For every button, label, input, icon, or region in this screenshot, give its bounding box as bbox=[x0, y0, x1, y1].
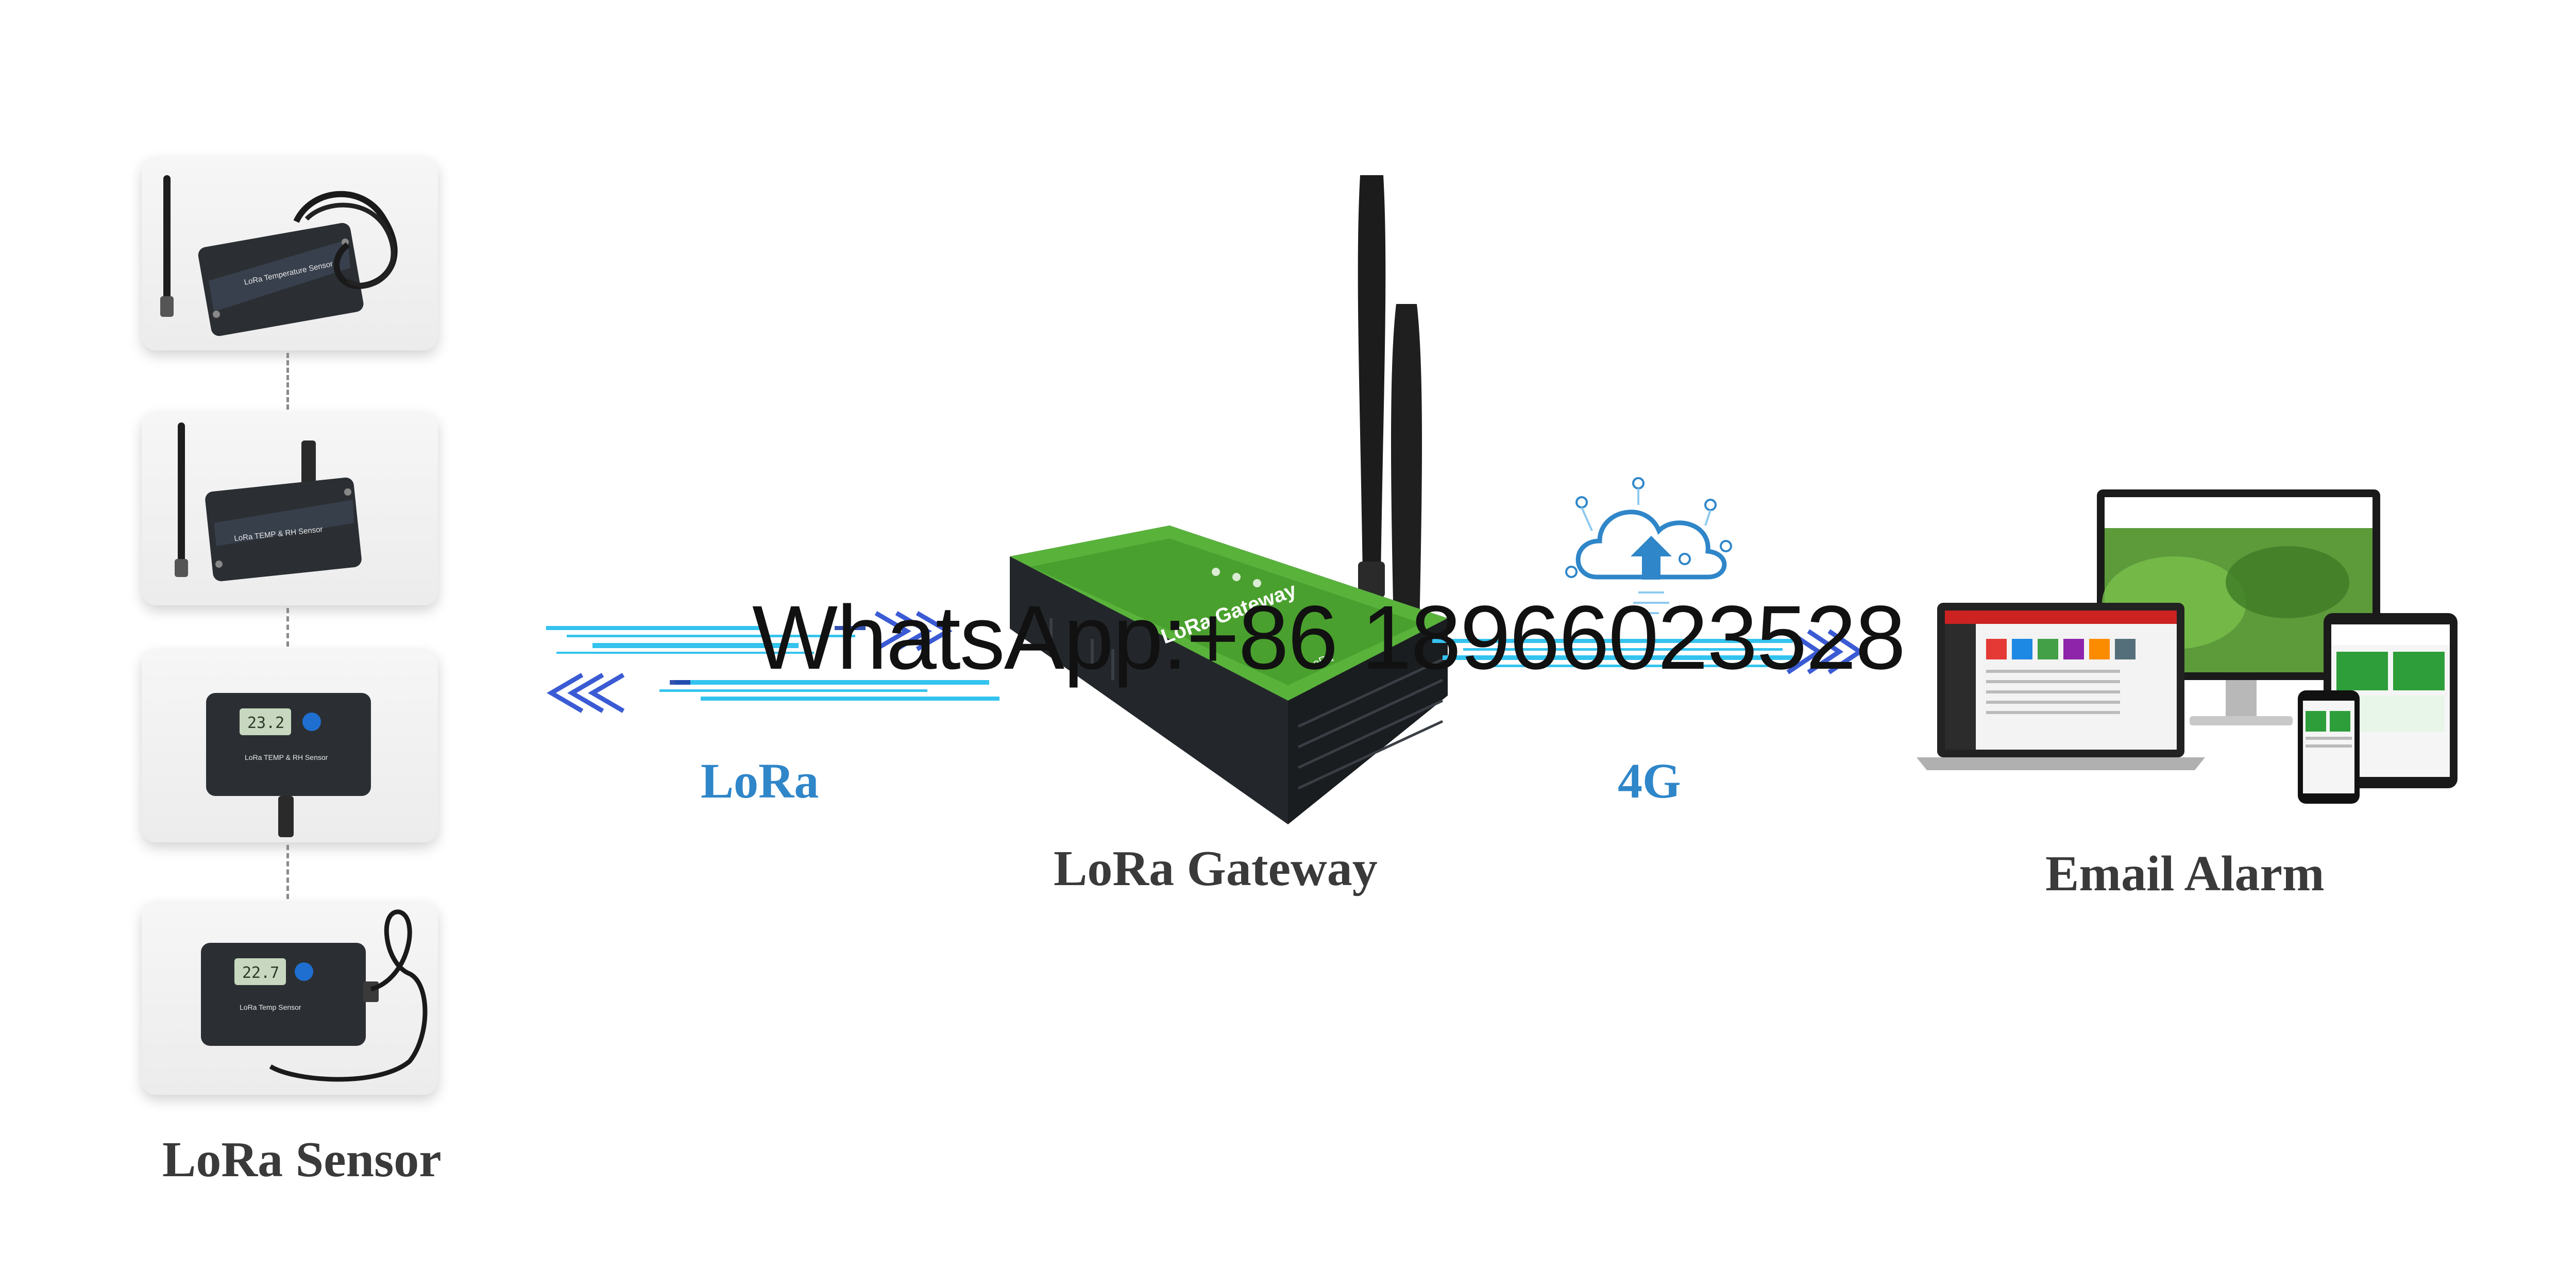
sensor-card-display-probe: 22.7 LoRa Temp Sensor bbox=[142, 902, 438, 1095]
lora-link-graphic bbox=[546, 611, 999, 713]
client-devices-image bbox=[1917, 489, 2458, 804]
whatsapp-watermark: WhatsApp:+86 18966023528 bbox=[752, 587, 1906, 688]
lora-link-label: LoRa bbox=[701, 753, 819, 808]
g4-beam-lines bbox=[1432, 639, 1793, 667]
sensor-connector-line bbox=[286, 608, 289, 647]
cloud-upload-icon bbox=[1565, 477, 1732, 614]
phone-icon bbox=[2298, 690, 2360, 804]
sensor-caption: LoRa Sensor bbox=[162, 1132, 442, 1188]
temp-rh-sensor-image: LoRa TEMP & RH Sensor bbox=[175, 422, 362, 582]
laptop-icon bbox=[1917, 603, 2205, 770]
gateway-caption: LoRa Gateway bbox=[1054, 841, 1378, 896]
antenna-icon bbox=[163, 175, 171, 309]
antenna-icon bbox=[178, 422, 185, 572]
sensor-card-display-rh: 23.2 LoRa TEMP & RH Sensor bbox=[142, 649, 438, 842]
display-probe-sensor-image: 22.7 LoRa Temp Sensor bbox=[201, 909, 428, 1082]
sensor-card-temp-rh: LoRa TEMP & RH Sensor bbox=[142, 412, 438, 605]
temperature-sensor-image: LoRa Temperature Sensor bbox=[160, 175, 398, 336]
email-caption: Email Alarm bbox=[2045, 846, 2325, 902]
lora-beam-lines bbox=[546, 626, 999, 701]
display-rh-sensor-image: 23.2 LoRa TEMP & RH Sensor bbox=[206, 693, 371, 837]
g4-link-graphic bbox=[1432, 629, 1865, 674]
sensor-card-temperature: LoRa Temperature Sensor bbox=[142, 157, 438, 350]
chevron-arrow-icon bbox=[547, 611, 953, 713]
sensor-display-value: 22.7 bbox=[242, 964, 279, 982]
sensor-connector-line bbox=[286, 353, 289, 410]
sensor-print-label: LoRa Temp Sensor bbox=[240, 1003, 301, 1011]
gateway-device-image: LoRa Gateway LoRa bbox=[1010, 175, 1448, 824]
sensor-print-label: LoRa TEMP & RH Sensor bbox=[245, 753, 328, 761]
sensor-connector-line bbox=[286, 845, 289, 899]
g4-link-label: 4G bbox=[1618, 753, 1681, 808]
sensor-display-value: 23.2 bbox=[247, 714, 284, 732]
chevron-arrow-icon bbox=[1786, 629, 1865, 674]
antenna-icon bbox=[1358, 175, 1386, 598]
